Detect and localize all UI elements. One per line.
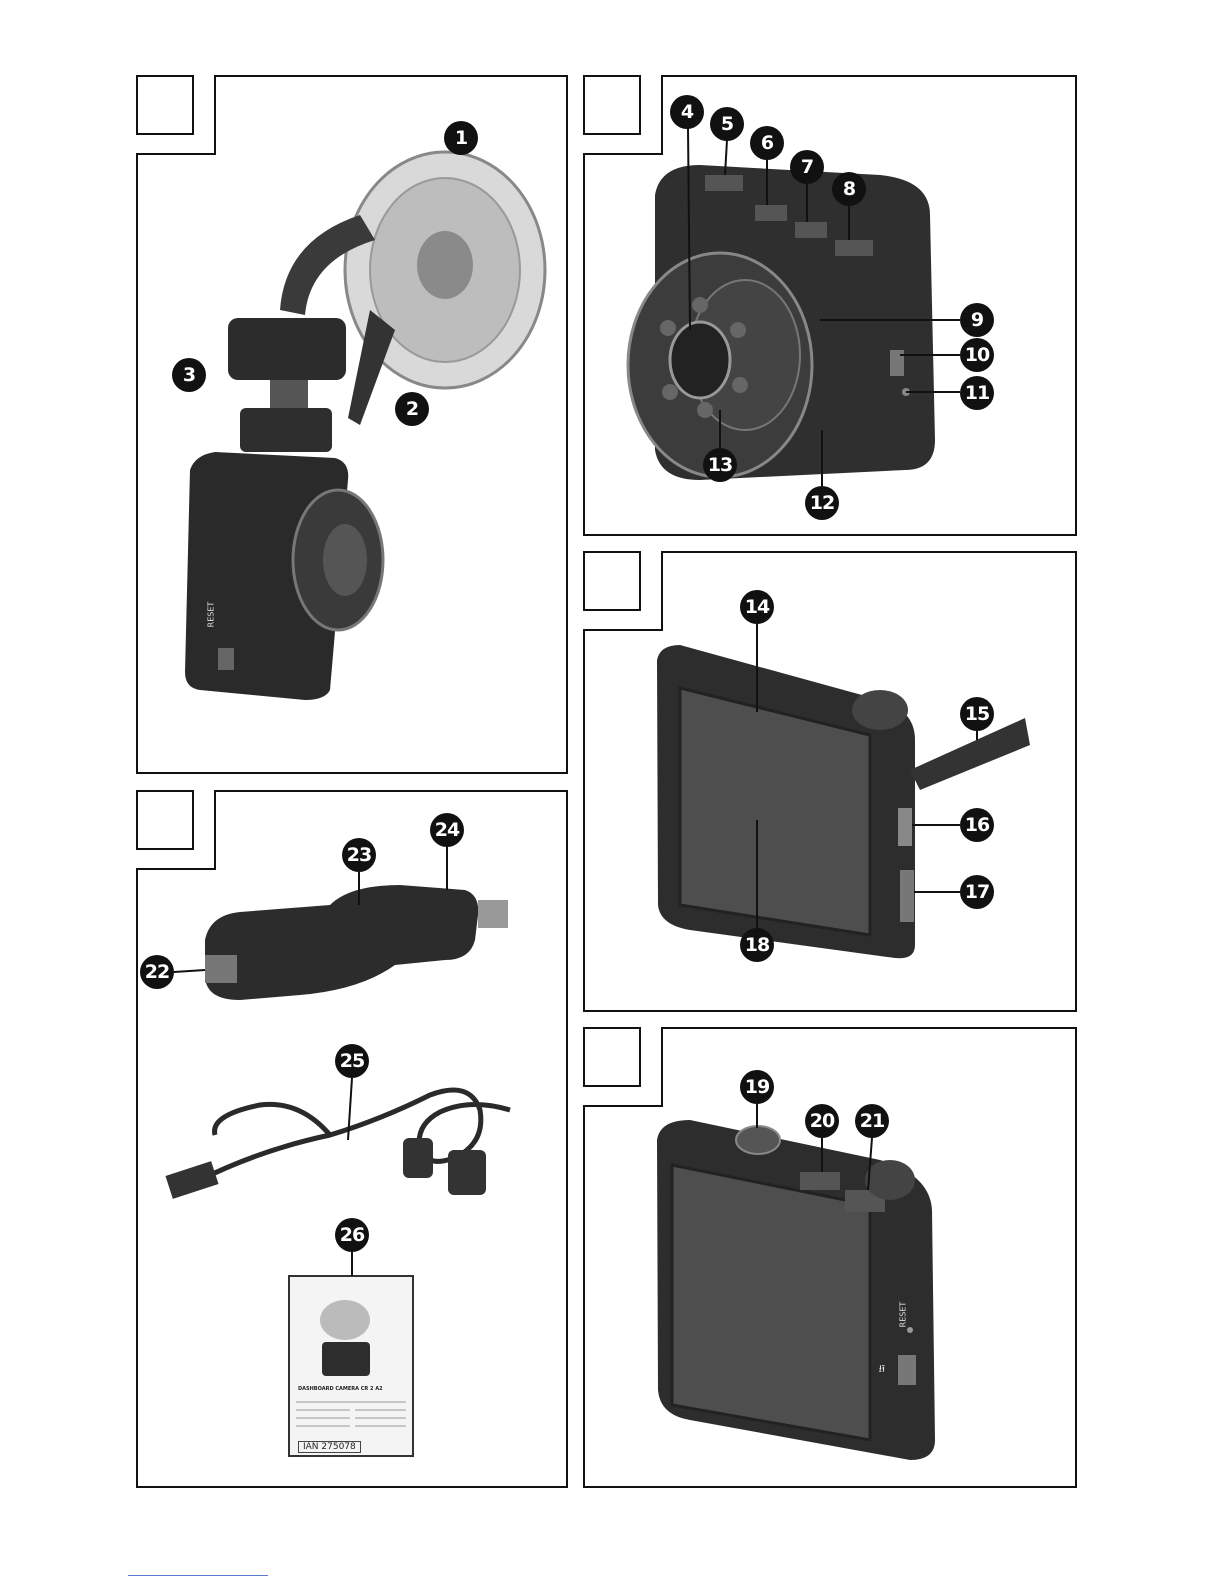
footer-link-underline <box>128 1575 268 1576</box>
